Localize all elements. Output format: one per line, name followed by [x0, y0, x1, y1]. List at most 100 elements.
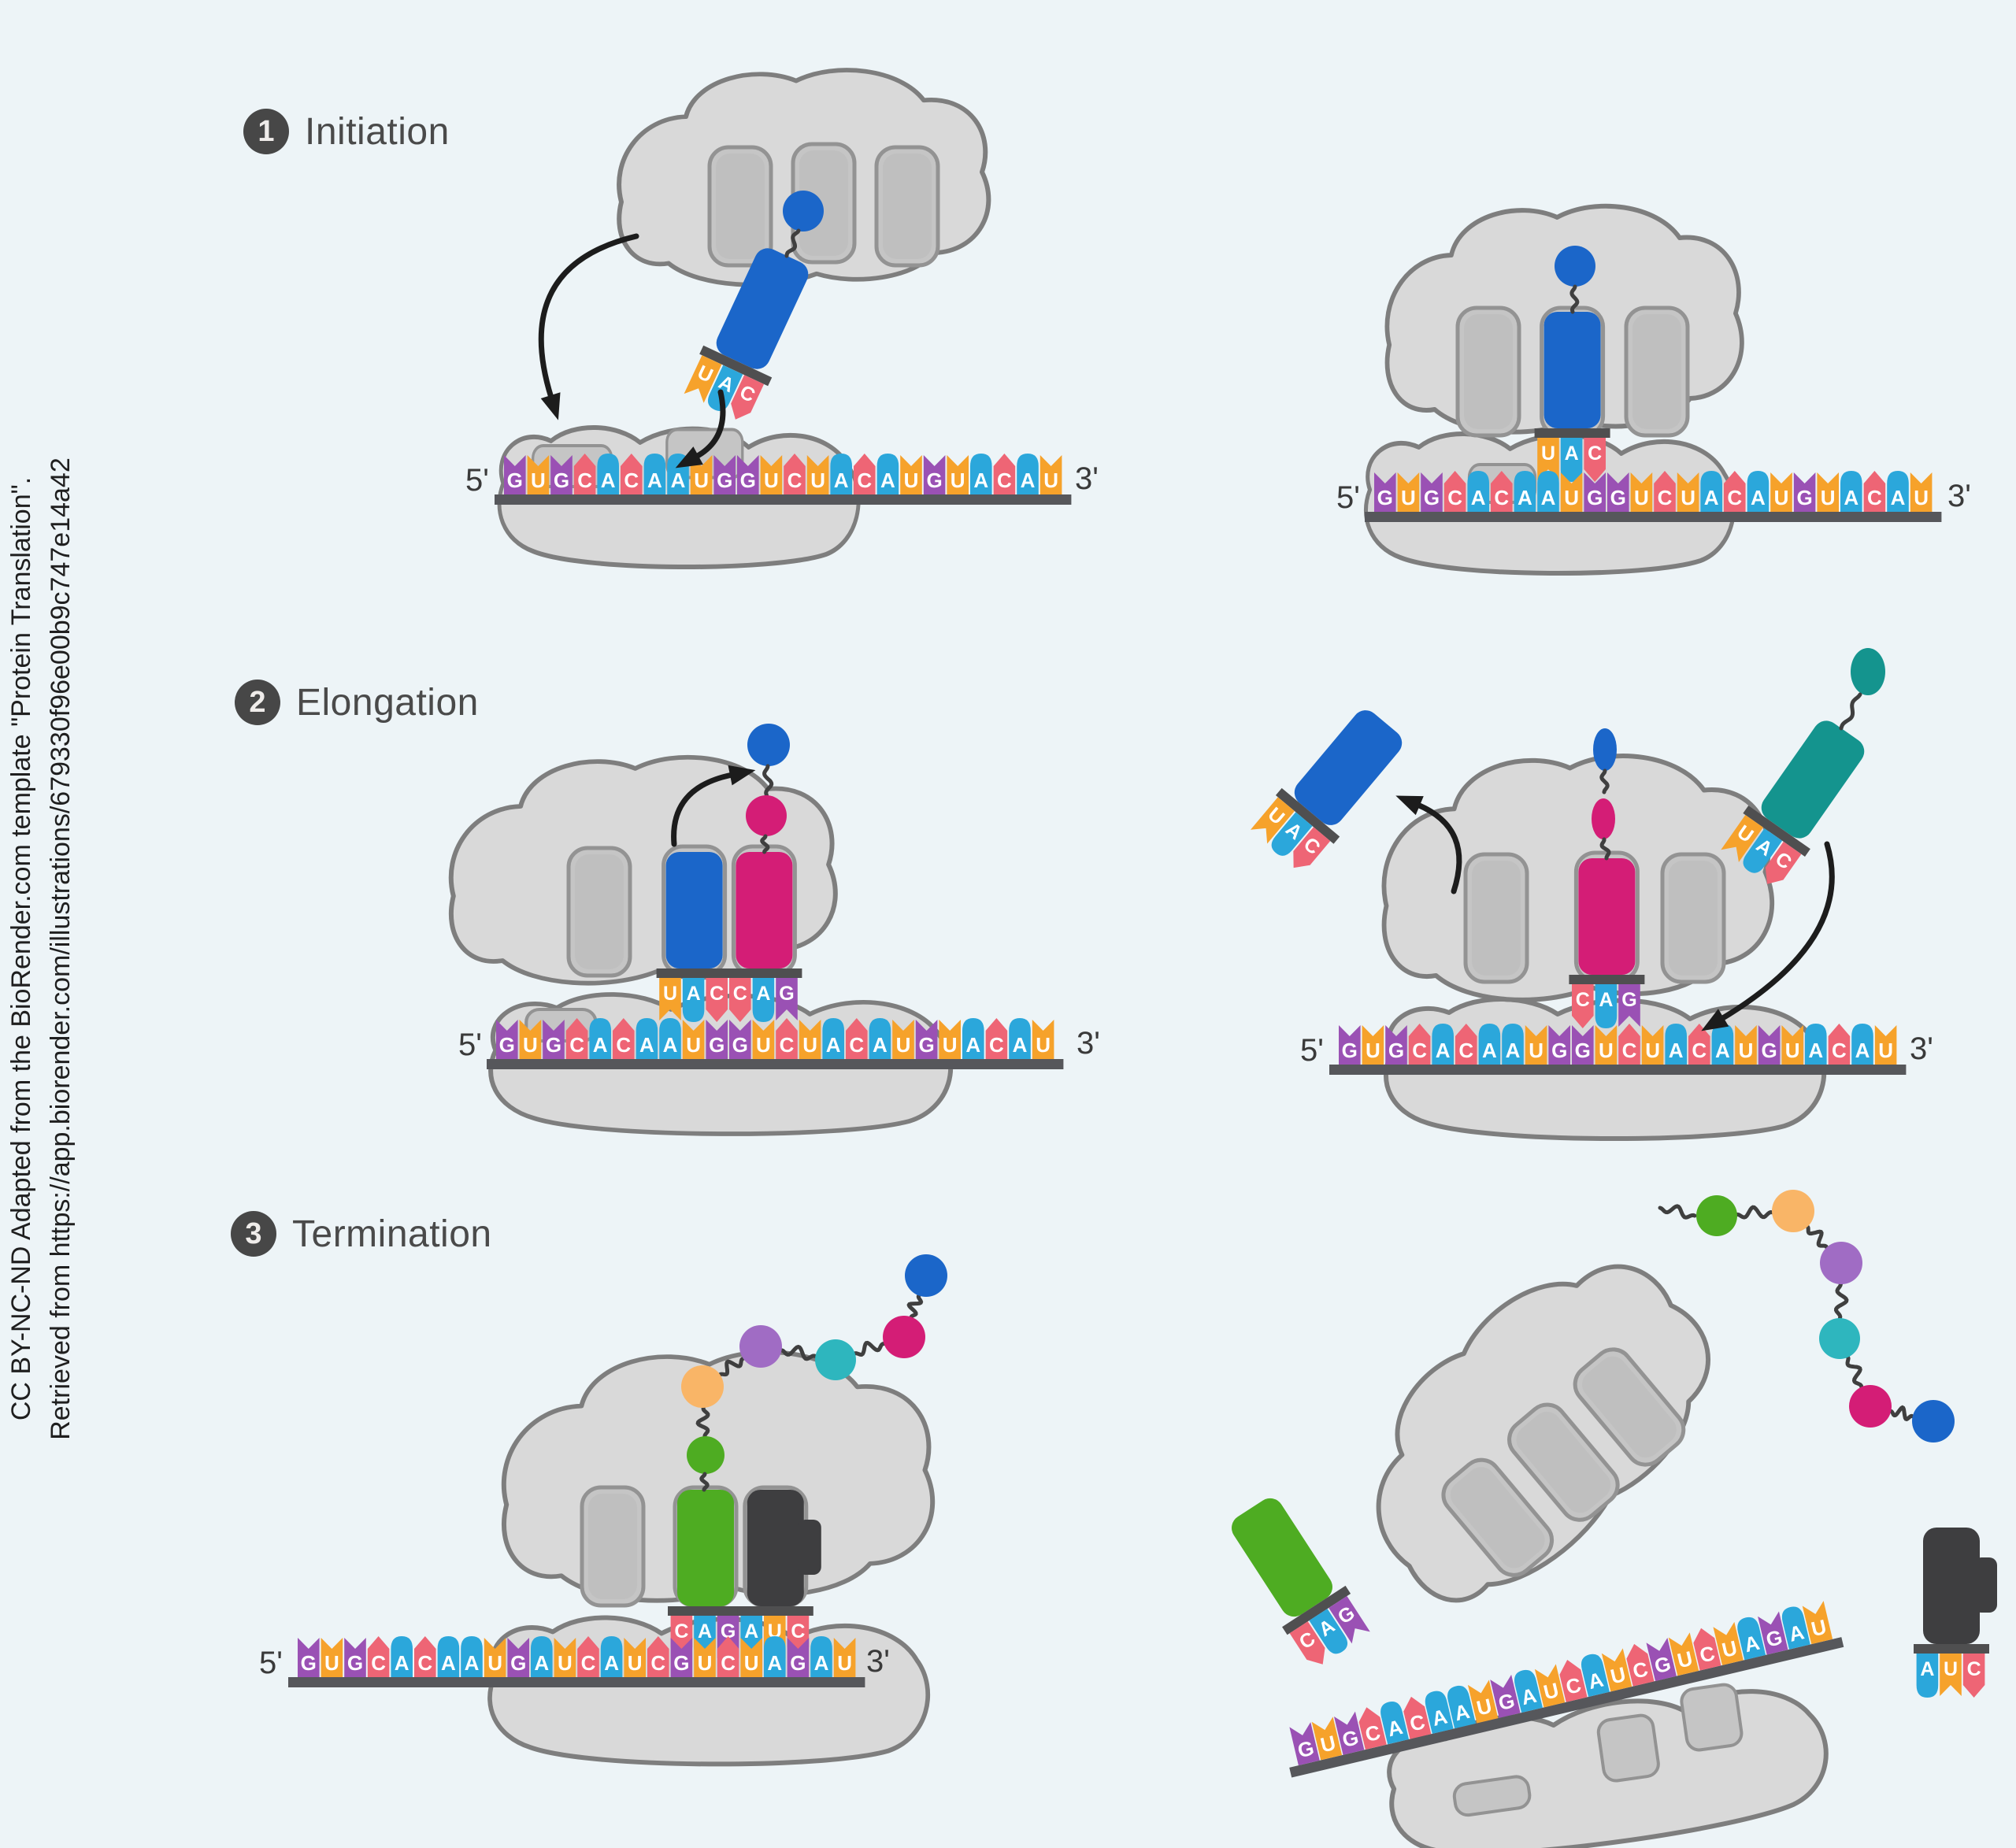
nucleotide-letter: U [1645, 1039, 1660, 1062]
peptide-linker [762, 764, 774, 798]
nucleotide-C: C [565, 1018, 588, 1059]
nucleotide-letter: U [1878, 1039, 1893, 1062]
nucleotide-G: G [1646, 1637, 1677, 1681]
small-subunit-groove [1596, 1713, 1660, 1783]
three-prime-label: 3' [1947, 479, 1971, 513]
nucleotide-letter: G [709, 1033, 724, 1057]
nucleotide-letter: U [951, 468, 965, 492]
nucleotide-letter: A [1565, 443, 1579, 465]
step-number-badge-3: 3 [231, 1211, 276, 1257]
chain-tail [1658, 1204, 1697, 1220]
nucleotide-A: A [764, 1636, 786, 1677]
nucleotide-A: A [752, 978, 775, 1022]
nucleotide-A: A [1271, 812, 1313, 856]
nucleotide-letter: A [744, 1620, 758, 1642]
amino-acid-pink [1849, 1385, 1892, 1428]
nucleotide-letter: G [1621, 989, 1636, 1011]
nucleotide-G: G [737, 455, 759, 494]
amino-acid-on-teal-trna [1839, 648, 1885, 731]
five-prime-label: 5' [465, 463, 489, 498]
nucleotide-letter: C [581, 1651, 596, 1675]
nucleotide-A: A [1502, 1024, 1524, 1065]
nucleotide-A: A [1737, 1617, 1766, 1661]
nucleotide-letter: U [1914, 486, 1929, 509]
peptide-linker [780, 1344, 817, 1361]
nucleotide-U: U [527, 455, 550, 494]
nucleotide-letter: G [546, 1033, 561, 1057]
nucleotide-A: A [589, 1018, 611, 1059]
amino-acid-blue [1555, 246, 1595, 287]
nucleotide-U: U [740, 1638, 762, 1677]
nucleotide-letter: U [1529, 1039, 1544, 1062]
nucleotide-C: C [706, 978, 728, 1022]
nucleotide-letter: A [663, 1033, 678, 1057]
nucleotide-A: A [600, 1636, 623, 1677]
nucleotide-letter: A [593, 1033, 608, 1057]
nucleotide-C: C [985, 1018, 1008, 1059]
ribosome-site-slot [580, 1485, 646, 1608]
nucleotide-U: U [1817, 472, 1839, 512]
nucleotide-letter: G [717, 468, 732, 492]
nucleotide-A: A [1781, 1606, 1810, 1650]
nucleotide-U: U [554, 1638, 576, 1677]
nucleotide-letter: U [1739, 1039, 1754, 1062]
nucleotide-letter: C [371, 1651, 386, 1675]
nucleotide-A: A [1432, 1024, 1454, 1065]
nucleotide-A: A [636, 1018, 658, 1059]
nucleotide-letter: C [650, 1651, 665, 1675]
nucleotide-letter: C [1458, 1039, 1473, 1062]
nucleotide-A: A [1447, 1685, 1476, 1729]
nucleotide-letter: U [1634, 486, 1649, 509]
nucleotide-U: U [947, 455, 969, 494]
nucleotide-G: G [1339, 1025, 1361, 1065]
nucleotide-U: U [1668, 1632, 1699, 1676]
nucleotide-A: A [597, 454, 619, 494]
nucleotide-letter: G [510, 1651, 526, 1675]
nucleotide-letter: A [1844, 486, 1858, 509]
nucleotide-letter: A [1518, 486, 1532, 509]
nucleotide-A: A [1747, 471, 1770, 512]
nucleotide-U: U [1467, 1679, 1499, 1724]
nucleotide-letter: A [834, 468, 849, 492]
methionine-initiation-right [1555, 246, 1595, 314]
trna-met-incoming: UAC [684, 248, 809, 420]
step-label-text-3: Termination [292, 1213, 492, 1255]
nucleotide-letter: C [417, 1651, 432, 1675]
nucleotide-letter: A [534, 1651, 549, 1675]
nucleotide-letter: A [1471, 486, 1486, 509]
nucleotide-C: C [1455, 1024, 1477, 1065]
nucleotide-letter: A [1751, 486, 1766, 509]
nucleotide-letter: A [1891, 486, 1906, 509]
nucleotide-A: A [822, 1018, 844, 1059]
nucleotide-C: C [717, 1636, 739, 1677]
peptide-linker [1888, 1405, 1915, 1422]
nucleotide-U: U [752, 1020, 775, 1059]
trna-green-released: CAG [1232, 1498, 1370, 1665]
nucleotide-C: C [1962, 1654, 1985, 1698]
nucleotide-A: A [810, 1636, 832, 1677]
peptide-linker [1845, 1355, 1864, 1389]
nucleotide-A: A [682, 978, 705, 1022]
nucleotide-letter: U [531, 468, 546, 492]
nucleotide-letter: G [926, 468, 942, 492]
step-label-text-1: Initiation [305, 110, 450, 153]
peptide-linker [760, 834, 770, 854]
acceptor-bar [1534, 428, 1610, 438]
nucleotide-A: A [1840, 471, 1862, 512]
nucleotide-letter: C [624, 468, 639, 492]
three-prime-label: 3' [866, 1644, 890, 1679]
nucleotide-C: C [1559, 1659, 1588, 1702]
nucleotide-U: U [1641, 1025, 1664, 1065]
nucleotide-C: C [846, 1018, 868, 1059]
nucleotide-C: C [993, 454, 1016, 494]
nucleotide-A: A [1514, 471, 1536, 512]
nucleotide-G: G [1385, 1025, 1407, 1065]
nucleotide-C: C [1828, 1024, 1851, 1065]
nucleotide-letter: G [1424, 486, 1440, 509]
nucleotide-U: U [682, 1020, 705, 1059]
